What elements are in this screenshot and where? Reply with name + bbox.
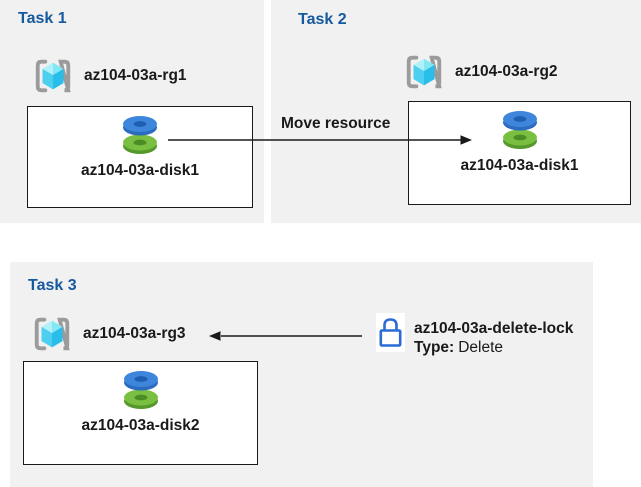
task1-resource-box: az104-03a-disk1 [27,106,253,208]
task1-title: Task 1 [18,10,67,27]
task3-disk-label: az104-03a-disk2 [81,417,200,434]
task3-resource-group: az104-03a-rg3 [31,314,186,354]
lock-icon [376,313,405,352]
resource-group-icon [35,59,71,93]
task2-resource-group: az104-03a-rg2 [403,52,558,92]
task1-resource-group: az104-03a-rg1 [32,56,187,96]
disk-icon [502,111,537,149]
task2-resource-box: az104-03a-disk1 [408,101,631,205]
task3-resource-group-label: az104-03a-rg3 [83,325,186,342]
task1-resource-group-label: az104-03a-rg1 [84,67,187,84]
task3-title: Task 3 [28,277,77,294]
task1-disk-label: az104-03a-disk1 [80,162,200,179]
delete-lock-type-value: Delete [458,339,504,356]
task2-disk-label: az104-03a-disk1 [460,157,579,174]
delete-lock-type: Type:Delete [414,339,503,356]
delete-lock-name: az104-03a-delete-lock [414,320,574,337]
task3-panel: Task 3 az104-03a-rg3 az104-03a-disk2 az1… [10,262,593,487]
move-resource-label: Move resource [281,115,391,132]
task3-resource-box: az104-03a-disk2 [23,361,258,465]
task2-title: Task 2 [298,11,347,28]
resource-group-icon [34,317,70,351]
task2-resource-group-label: az104-03a-rg2 [455,63,558,80]
disk-icon [123,116,157,154]
task2-panel: Task 2 az104-03a-rg2 az104-03a-disk1 [271,0,641,223]
task1-panel: Task 1 az104-03a-rg1 az104-03a-disk1 [0,0,264,223]
disk-icon [123,371,158,409]
delete-lock-type-label: Type: [414,339,455,356]
delete-lock-text: az104-03a-delete-lock Type:Delete [414,319,593,357]
resource-group-icon [406,55,442,89]
delete-lock: az104-03a-delete-lock Type:Delete [376,313,593,357]
